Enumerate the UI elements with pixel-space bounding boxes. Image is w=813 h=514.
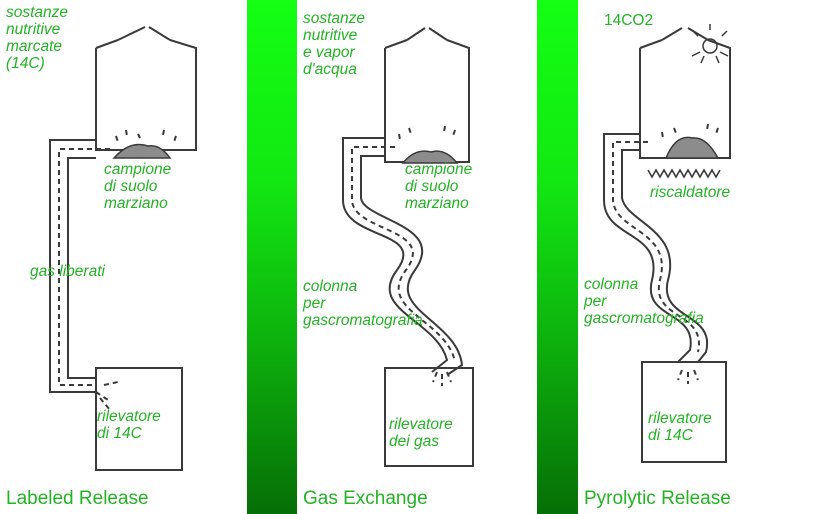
drops <box>661 123 719 139</box>
soil-sample <box>401 150 459 164</box>
panel-labeled-release: sostanze nutritive marcate (14C) campion… <box>0 0 247 514</box>
incubation-chamber <box>639 39 731 159</box>
label-chromatography-column: colonna per gascromatografia <box>584 276 704 327</box>
spray <box>95 381 119 411</box>
chromatography-column <box>603 133 709 363</box>
detector-box <box>384 367 474 467</box>
nutrient-inlet <box>117 26 171 41</box>
pyrolytic-release-diagram <box>603 24 731 463</box>
label-soil-sample: campione di suolo marziano <box>405 161 473 212</box>
soil-sample <box>112 143 172 159</box>
incubation-chamber <box>384 39 470 163</box>
gas-flow-dashes <box>612 141 700 353</box>
panel-gas-exchange: sostanze nutritive e vapor d'acqua campi… <box>297 0 537 514</box>
soil-sample <box>664 136 720 159</box>
heating-coil-icon <box>647 168 721 179</box>
label-14co2: 14CO2 <box>604 12 654 29</box>
gas-inlet <box>661 27 709 41</box>
spray <box>432 371 452 386</box>
label-nutrients: sostanze nutritive marcate (14C) <box>6 4 69 72</box>
drops <box>115 129 177 143</box>
gas-tube <box>49 139 96 393</box>
labeled-release-diagram <box>49 26 197 471</box>
drops <box>398 125 456 141</box>
label-detector: rilevatore di 14C <box>648 410 712 444</box>
spray <box>677 369 699 384</box>
incubation-chamber <box>95 39 197 151</box>
gas-flow-dashes <box>351 146 456 363</box>
panel-title: Gas Exchange <box>303 488 428 509</box>
nutrient-inlet <box>406 27 448 41</box>
label-soil-sample: campione di suolo marziano <box>104 161 172 212</box>
label-heater: riscaldatore <box>650 184 731 201</box>
panel-title: Pyrolytic Release <box>584 488 731 509</box>
detector-box <box>95 367 183 471</box>
gas-exchange-diagram <box>342 27 474 467</box>
label-chromatography-column: colonna per gascromatografia <box>303 278 423 329</box>
label-detector: rilevatore di 14C <box>97 408 161 442</box>
chromatography-column <box>342 137 464 376</box>
detector-box <box>641 361 727 463</box>
panel-title: Labeled Release <box>6 488 149 509</box>
label-detector: rilevatore dei gas <box>389 416 453 450</box>
panel-pyrolytic-release: 14CO2 riscaldatore colonna per gascromat… <box>578 0 813 514</box>
lamp-icon <box>691 24 729 64</box>
label-released-gas: gas liberati <box>30 263 105 280</box>
label-nutrients: sostanze nutritive e vapor d'acqua <box>303 10 366 78</box>
